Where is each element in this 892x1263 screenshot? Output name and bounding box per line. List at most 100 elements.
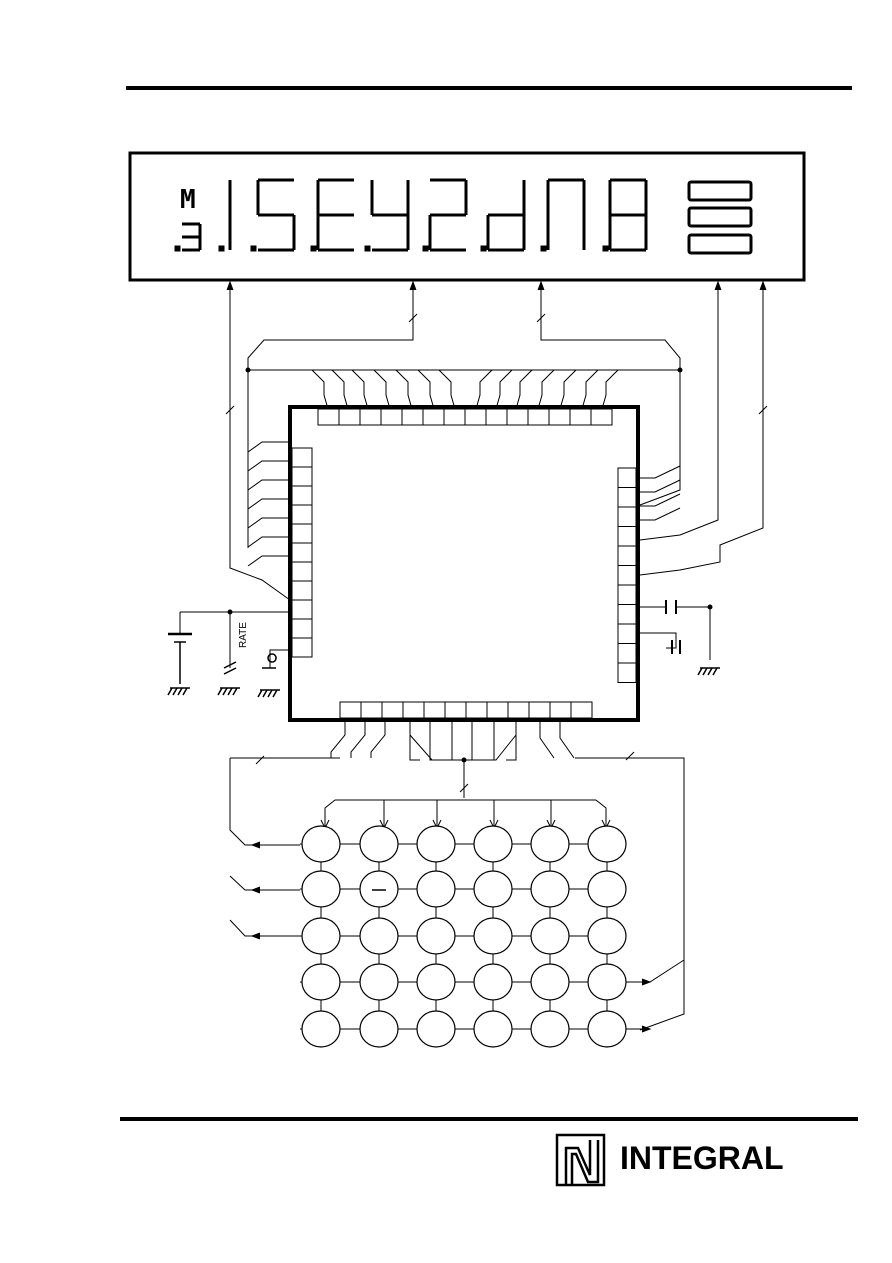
wire [515, 369, 533, 410]
ic-chip-body [288, 405, 640, 722]
chip-pin-top [422, 408, 445, 426]
wire [575, 757, 685, 1031]
keypad-key [359, 825, 399, 863]
display-bar-indicators [687, 180, 753, 255]
wire [438, 369, 456, 410]
chip-pin-right [617, 467, 637, 488]
keypad-key [587, 1010, 627, 1048]
chip-pin-left [291, 618, 313, 639]
ground-symbol [167, 687, 190, 696]
arrow-up [226, 280, 234, 291]
chip-pin-bottom [507, 701, 530, 719]
wire [640, 465, 681, 479]
chip-pin-left [291, 466, 313, 487]
display-bar-1 [687, 180, 753, 202]
chip-pin-top [590, 408, 613, 426]
keypad-matrix [300, 825, 627, 1048]
wire [373, 369, 391, 410]
junction [707, 604, 713, 610]
keypad-key [301, 917, 341, 955]
chip-pin-bottom [570, 701, 593, 719]
wire [601, 369, 619, 410]
decimal-point [540, 245, 547, 252]
wire [247, 517, 292, 529]
keypad-key [530, 1010, 570, 1048]
wire [247, 441, 292, 453]
keypad-key [530, 870, 570, 908]
wire [639, 282, 764, 576]
wire [451, 720, 462, 761]
chip-pin-right [617, 506, 637, 527]
keypad-key [359, 1010, 399, 1048]
chip-pin-left [291, 542, 313, 563]
wire [247, 498, 292, 510]
chip-pin-top [548, 408, 571, 426]
wire [395, 369, 413, 410]
display-bar-2 [687, 206, 753, 228]
wire [537, 369, 555, 410]
wire [331, 369, 349, 410]
wire [409, 734, 517, 761]
keypad-key [587, 917, 627, 955]
chip-pin-bottom [465, 701, 488, 719]
keypad-key [473, 917, 513, 955]
wire [351, 369, 369, 410]
chip-pin-left [291, 580, 313, 601]
keypad-key [301, 963, 341, 1001]
chip-pin-right [617, 526, 637, 547]
lcd-display-panel [128, 151, 806, 282]
wire [676, 606, 711, 660]
wire [495, 369, 513, 410]
chip-pin-left [291, 637, 313, 658]
ground-symbol [697, 667, 720, 676]
wire [581, 369, 599, 410]
wire [539, 720, 555, 759]
keypad-key [473, 825, 513, 863]
wire [350, 720, 366, 758]
display-digit-sign [174, 222, 202, 252]
chip-pin-top [359, 408, 382, 426]
display-digit-3 [310, 178, 354, 252]
wire [370, 720, 386, 758]
display-bar-3 [687, 233, 753, 255]
chip-pin-right [617, 643, 637, 664]
chip-pin-bottom [339, 701, 362, 719]
wire [559, 369, 577, 410]
keypad-key [587, 825, 627, 863]
arrow-up [537, 280, 545, 291]
bus-mark [255, 755, 265, 765]
wire [595, 799, 607, 826]
chip-pin-right [617, 604, 637, 625]
keypad-key [301, 1010, 341, 1048]
decimal-point [218, 245, 225, 252]
keypad-key [530, 917, 570, 955]
decimal-point [602, 245, 609, 252]
chip-pin-right [617, 487, 637, 508]
wire [247, 460, 292, 472]
wire [247, 282, 414, 548]
chip-pin-bottom [360, 701, 383, 719]
wire [417, 369, 435, 410]
decimal-point [174, 245, 181, 252]
bus-mark [758, 405, 768, 415]
keypad-key [416, 870, 456, 908]
header-rule [126, 86, 852, 90]
wire [247, 536, 292, 548]
wire [559, 720, 575, 759]
keypad-key [416, 825, 456, 863]
keypad-key [473, 870, 513, 908]
wire [475, 369, 493, 410]
arrow-up [714, 280, 722, 291]
integral-logo-mark [555, 1133, 606, 1187]
decimal-point [310, 245, 317, 252]
bus-mark [225, 405, 235, 415]
chip-pin-left [291, 447, 313, 468]
chip-pin-top [443, 408, 466, 426]
bus-mark [408, 313, 418, 323]
display-digit-4 [364, 180, 410, 252]
wire [640, 632, 677, 649]
keypad-key [416, 917, 456, 955]
wire [640, 479, 681, 493]
chip-pin-top [464, 408, 487, 426]
